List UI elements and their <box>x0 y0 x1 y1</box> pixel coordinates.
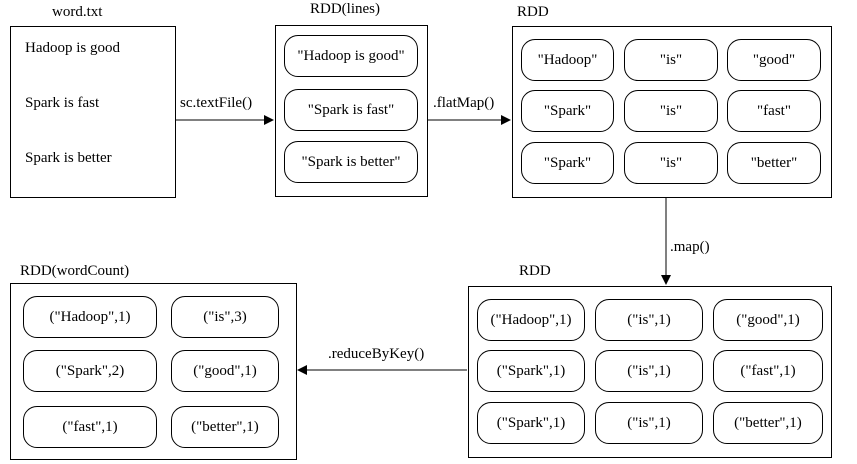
rdd-words-item-9: "better" <box>727 142 821 184</box>
rdd-words-item-3: "good" <box>727 39 821 81</box>
rdd-words-item-7: "Spark" <box>521 142 614 184</box>
rdd-words-item-2: "is" <box>624 39 718 81</box>
rdd-wordcount-item-3: ("Spark",2) <box>23 350 157 392</box>
rdd-wordcount-item-5: ("fast",1) <box>23 406 157 448</box>
rdd-pairs-item-1: ("Hadoop",1) <box>477 299 585 341</box>
rdd-lines-box: "Hadoop is good" "Spark is fast" "Spark … <box>275 25 428 197</box>
rdd-wordcount-item-1: ("Hadoop",1) <box>23 296 157 338</box>
rdd-wordcount-item-2: ("is",3) <box>171 296 279 338</box>
rdd-words-item-4: "Spark" <box>521 90 614 132</box>
word-txt-line-2: Spark is fast <box>25 95 100 111</box>
rdd-words-item-1: "Hadoop" <box>521 39 614 81</box>
edge-label-flatmap: .flatMap() <box>433 95 495 111</box>
rdd-words-title: RDD <box>517 4 549 20</box>
word-txt-line-1: Hadoop is good <box>25 40 120 56</box>
rdd-pairs-item-2: ("is",1) <box>595 299 703 341</box>
rdd-wordcount-item-4: ("good",1) <box>171 350 279 392</box>
edge-label-map: .map() <box>670 239 710 255</box>
rdd-pairs-item-7: ("Spark",1) <box>477 402 585 444</box>
rdd-pairs-item-5: ("is",1) <box>595 350 703 392</box>
rdd-pairs-title: RDD <box>519 263 551 279</box>
rdd-wordcount-box: ("Hadoop",1) ("is",3) ("Spark",2) ("good… <box>10 283 297 460</box>
rdd-pairs-item-8: ("is",1) <box>595 402 703 444</box>
rdd-lines-item-3: "Spark is better" <box>284 141 418 183</box>
rdd-lines-title: RDD(lines) <box>310 1 380 17</box>
rdd-words-item-6: "fast" <box>727 90 821 132</box>
rdd-wordcount-item-6: ("better",1) <box>171 406 279 448</box>
rdd-pairs-item-3: ("good",1) <box>713 299 823 341</box>
word-txt-title: word.txt <box>52 4 103 20</box>
rdd-words-item-8: "is" <box>624 142 718 184</box>
rdd-pairs-item-4: ("Spark",1) <box>477 350 585 392</box>
rdd-words-item-5: "is" <box>624 90 718 132</box>
rdd-wordcount-title: RDD(wordCount) <box>20 263 130 279</box>
rdd-pairs-item-6: ("fast",1) <box>713 350 823 392</box>
rdd-lines-item-1: "Hadoop is good" <box>284 35 418 77</box>
rdd-pairs-box: ("Hadoop",1) ("is",1) ("good",1) ("Spark… <box>468 286 832 458</box>
rdd-lines-item-2: "Spark is fast" <box>284 89 418 131</box>
edge-label-textfile: sc.textFile() <box>180 95 253 111</box>
rdd-pairs-item-9: ("better",1) <box>713 402 823 444</box>
edge-label-reducebykey: .reduceByKey() <box>328 346 425 362</box>
rdd-words-box: "Hadoop" "is" "good" "Spark" "is" "fast"… <box>512 26 832 198</box>
word-txt-box: Hadoop is good Spark is fast Spark is be… <box>10 26 176 198</box>
word-txt-line-3: Spark is better <box>25 150 112 166</box>
